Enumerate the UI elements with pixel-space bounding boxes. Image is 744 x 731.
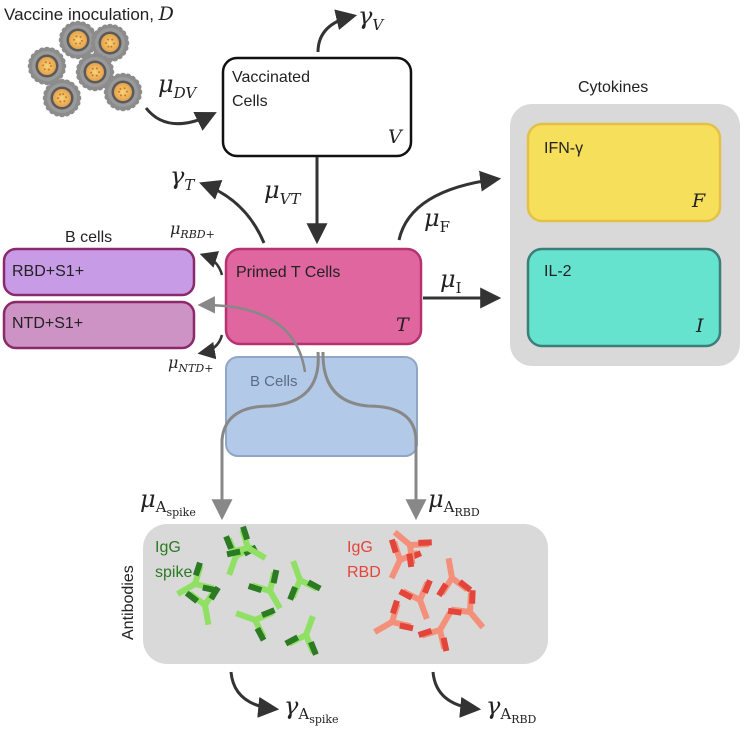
ntd-s1-cells-label: NTD+S1+ — [12, 315, 83, 332]
antibodies-title: Antibodies — [120, 565, 137, 640]
virus-particle — [90, 23, 130, 63]
vaccinated-cells-box — [221, 56, 413, 158]
rate-mu-rbd: μRBD+ — [170, 219, 215, 241]
igg-rbd-label-line2: RBD — [347, 564, 381, 581]
ifn-gamma-box — [526, 122, 722, 223]
arrow-primed-t-decay — [199, 180, 266, 244]
arrow-primed-t-to-rbd-cells — [199, 251, 224, 276]
virus-particle — [27, 46, 67, 86]
vaccinated-cells-label-line1: Vaccinated — [232, 69, 310, 86]
rate-gamma-a-spike: γAspike — [284, 692, 339, 726]
igg-spike-label-line1: IgG — [155, 539, 181, 556]
rate-gamma-v: γV — [358, 2, 385, 34]
virus-particle — [58, 20, 98, 60]
arrow-primed-t-to-ntd-cells — [197, 334, 224, 360]
igg-rbd-antibodies — [373, 529, 486, 652]
antibody-glyph — [226, 525, 267, 561]
antibody-glyph — [284, 615, 319, 656]
vaccine-particles — [27, 20, 143, 118]
il2-box — [526, 247, 722, 348]
vaccinated-cells-label-line2: Cells — [232, 93, 268, 110]
antibody-glyph — [436, 557, 473, 598]
arrow-b-cells-to-igg-rbd — [321, 351, 427, 521]
arrow-primed-t-to-ifn — [397, 170, 502, 241]
primed-t-cells-label: Primed T Cells — [236, 264, 340, 281]
arrow-inoculation-to-vaccinated — [144, 107, 217, 131]
il2-label: IL-2 — [544, 263, 572, 280]
arrow-b-cells-to-ntd-cells — [197, 296, 307, 373]
antibody-glyph — [235, 607, 276, 642]
ifn-gamma-label: IFN-γ — [544, 140, 583, 157]
b-cells-box — [225, 356, 418, 457]
rate-mu-a-rbd: μARBD — [428, 485, 480, 519]
rate-mu-f: μF — [424, 204, 450, 236]
rate-gamma-t: γT — [170, 162, 195, 194]
arrow-vaccinated-decay — [316, 9, 358, 53]
rate-gamma-a-rbd: γARBD — [486, 692, 537, 726]
antibody-glyph — [287, 560, 322, 601]
igg-rbd-label-line1: IgG — [347, 539, 373, 556]
antibody-glyph — [417, 611, 453, 652]
b-cells-panel-title: B cells — [65, 229, 112, 246]
rate-mu-vt: μVT — [264, 176, 301, 208]
il2-symbol: I — [695, 315, 704, 337]
rate-mu-a-spike: μAspike — [140, 485, 196, 519]
rate-mu-i: μI — [440, 265, 462, 297]
antibody-glyph — [176, 561, 217, 597]
cytokines-title: Cytokines — [578, 79, 648, 96]
b-cells-box-label: B Cells — [250, 373, 298, 390]
rbd-s1-cells-label: RBD+S1+ — [12, 263, 84, 280]
antibodies-panel — [143, 524, 548, 664]
virus-particle — [42, 78, 82, 118]
rbd-s1-cells-box — [2, 247, 196, 297]
ntd-s1-cells-box — [2, 300, 196, 350]
antibody-glyph — [398, 579, 433, 620]
virus-particle — [103, 72, 143, 112]
rate-mu-ntd: μNTD+ — [168, 353, 213, 375]
igg-spike-antibodies — [176, 525, 322, 656]
vaccine-inoculation-title: Vaccine inoculation, D — [4, 3, 174, 25]
arrow-igg-rbd-decay — [431, 671, 482, 718]
virus-particle — [75, 52, 115, 92]
antibody-glyph — [392, 529, 432, 568]
antibody-glyph — [373, 599, 414, 635]
igg-spike-label-line2: spike — [155, 564, 192, 581]
ifn-gamma-symbol: F — [691, 190, 706, 212]
antibody-glyph — [447, 590, 486, 630]
rate-mu-dv: μDV — [158, 70, 198, 102]
vaccinated-cells-symbol: V — [388, 126, 404, 148]
antibody-glyph — [247, 569, 283, 610]
arrow-igg-spike-decay — [229, 671, 280, 718]
primed-t-cells-symbol: T — [396, 314, 410, 336]
arrow-b-cells-to-igg-spike — [211, 351, 320, 521]
